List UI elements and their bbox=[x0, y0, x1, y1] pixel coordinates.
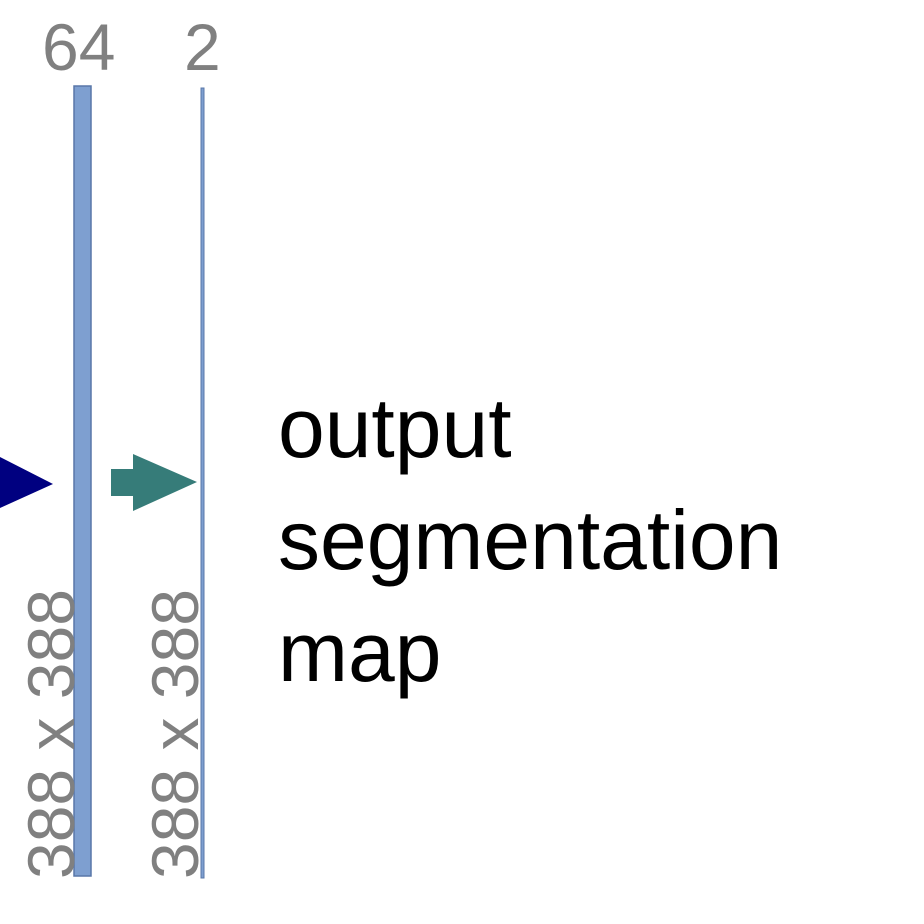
output-title-line-1: output bbox=[278, 381, 512, 475]
output-map-size-label: 388 x 388 bbox=[138, 589, 212, 879]
conv-1x1-arrow-icon bbox=[111, 454, 197, 511]
output-map-2-bar bbox=[200, 87, 205, 879]
output-title-line-2: segmentation bbox=[278, 493, 783, 587]
feature-map-64-size-label: 388 x 388 bbox=[14, 589, 88, 879]
output-title-line-3: map bbox=[278, 605, 442, 699]
channel-count-2-label: 2 bbox=[184, 10, 221, 84]
channel-count-64-label: 64 bbox=[42, 10, 116, 84]
output-segmentation-map-title: output segmentation map bbox=[278, 372, 782, 708]
incoming-arrow-icon bbox=[0, 457, 53, 508]
feature-map-64-bar bbox=[73, 85, 92, 877]
